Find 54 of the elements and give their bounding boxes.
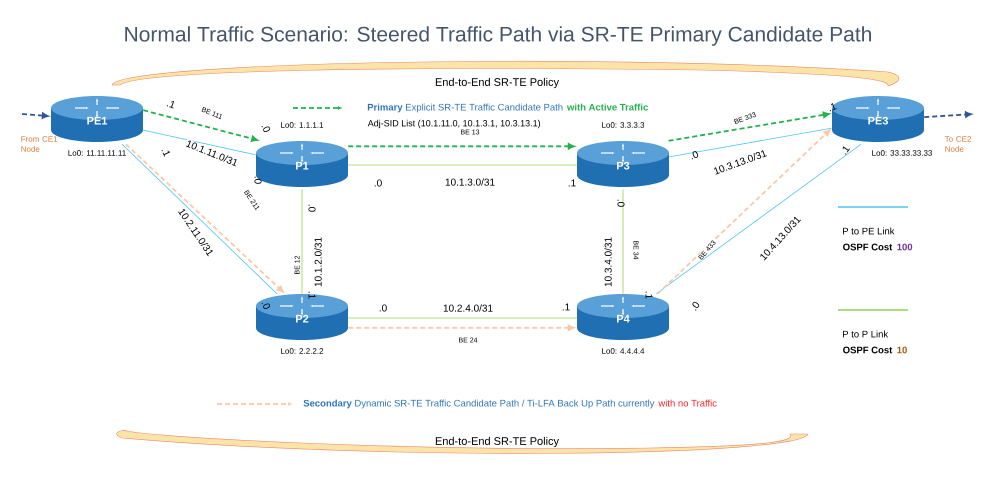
label: OSPF Cost bbox=[843, 244, 892, 250]
edge-label: 10.1.2.0/31 bbox=[314, 236, 322, 288]
label: .0 bbox=[254, 176, 262, 184]
traffic-arrow bbox=[924, 111, 972, 118]
label: End-to-End SR-TE Policy bbox=[436, 78, 559, 88]
label: .0 bbox=[308, 204, 316, 212]
label: 100 bbox=[897, 244, 912, 250]
label: To CE2 Node bbox=[944, 136, 971, 152]
link-line bbox=[142, 130, 256, 156]
label: .0 bbox=[380, 304, 387, 312]
link-line bbox=[622, 188, 624, 294]
label: with no Traffic bbox=[658, 400, 717, 407]
edge-label: 10.3.4.0/31 bbox=[604, 236, 612, 288]
label: .1 bbox=[830, 103, 837, 112]
loopback-label: Lo0: 4.4.4.4 bbox=[602, 348, 644, 354]
label: .1 bbox=[646, 292, 652, 299]
loopback-label: Lo0: 1.1.1.1 bbox=[281, 122, 324, 128]
label: From CE1 Node bbox=[21, 136, 58, 152]
label: .0 bbox=[374, 179, 382, 187]
loopback-label: Lo0: 11.11.11.11 bbox=[68, 150, 126, 156]
edge-label: 10.1.3.0/31 bbox=[444, 178, 496, 186]
label: 10 bbox=[897, 346, 907, 354]
label: .1 bbox=[308, 292, 316, 299]
label: .1 bbox=[842, 146, 850, 155]
loopback-label: Lo0: 3.3.3.3 bbox=[602, 122, 644, 128]
traffic-arrow bbox=[22, 112, 49, 119]
label: End-to-End SR-TE Policy bbox=[436, 436, 559, 448]
label: .1 bbox=[562, 304, 570, 310]
loopback-label: Lo0: 2.2.2.2 bbox=[281, 348, 324, 354]
traffic-arrow bbox=[668, 112, 830, 142]
label: .0 bbox=[692, 151, 698, 160]
legend-text: Primary Explicit SR-TE Traffic Candidate Path bbox=[368, 104, 562, 112]
link-line bbox=[656, 144, 862, 294]
label: .0 bbox=[262, 126, 270, 132]
label: .0 bbox=[617, 200, 625, 207]
router: P3 bbox=[577, 141, 669, 187]
legend-text: Secondary Dynamic SR-TE Traffic Candidate Path / Ti-LFA Back Up Path currently bbox=[303, 400, 654, 408]
link-line bbox=[348, 164, 578, 166]
edge-label: 10.2.4.0/31 bbox=[442, 304, 494, 312]
legend-text: P to P Link bbox=[842, 330, 888, 338]
label: .0 bbox=[692, 302, 700, 311]
traffic-arrow bbox=[348, 143, 575, 150]
title: Normal Traffic Scenario: Steered Traffic Path via SR-TE Primary Candidate Path bbox=[125, 26, 871, 46]
label: OSPF Cost bbox=[843, 346, 892, 354]
label: .1 bbox=[162, 150, 170, 157]
legend-text: P to PE Link bbox=[842, 228, 894, 234]
loopback-label: Lo0: 33.33.33.33 bbox=[872, 150, 932, 156]
label: Adj-SID List (10.1.11.0, 10.1.3.1, 10.3.13.1) bbox=[368, 120, 540, 128]
link-line bbox=[668, 128, 832, 158]
label: .1 bbox=[166, 101, 174, 108]
traffic-arrow bbox=[142, 109, 258, 142]
traffic-arrow bbox=[656, 129, 830, 294]
traffic-arrow bbox=[348, 324, 575, 331]
label: with Active Traffic bbox=[566, 104, 648, 111]
